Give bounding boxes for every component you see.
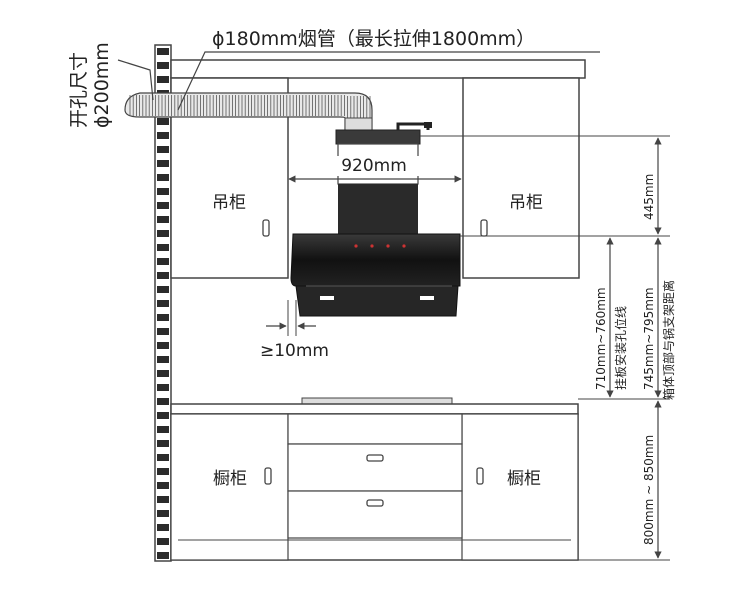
- wall-cabinet-right: 吊柜: [462, 77, 580, 279]
- wall-brick: [157, 202, 169, 209]
- wall-brick: [157, 132, 169, 139]
- wall-brick: [157, 384, 169, 391]
- wall-brick: [157, 230, 169, 237]
- base-cabinet-left: [170, 413, 289, 561]
- wall-brick: [157, 160, 169, 167]
- wall-brick: [157, 216, 169, 223]
- gap-dimension: ≥10mm: [260, 300, 329, 361]
- wall-brick: [157, 118, 169, 125]
- wall-bricks: [157, 48, 169, 559]
- cabinet-handle: [476, 467, 484, 485]
- mount-range-label: 710mm~760mm: [594, 287, 608, 390]
- wall-brick: [157, 300, 169, 307]
- cabinet-handle: [264, 467, 272, 485]
- wall-brick: [157, 454, 169, 461]
- hood-width-label: 920mm: [341, 156, 407, 176]
- duct-callout: ϕ180mm烟管（最长拉伸1800mm）: [177, 28, 600, 111]
- wall-brick: [157, 398, 169, 405]
- drawer-handle: [366, 499, 384, 507]
- wall-brick: [157, 314, 169, 321]
- wall-cabinet-right-label: 吊柜: [509, 193, 543, 213]
- wall-brick: [157, 48, 169, 55]
- base-cabinet-right: [461, 413, 579, 561]
- wall-brick: [157, 244, 169, 251]
- wall-brick: [157, 174, 169, 181]
- base-cabinet-right-label: 橱柜: [507, 469, 541, 489]
- wall-brick: [157, 440, 169, 447]
- hole-size-label: ϕ200mm: [91, 42, 113, 128]
- mount-desc-label: 挂板安装孔位线: [613, 306, 628, 390]
- control-light: [370, 244, 374, 248]
- wall-brick: [157, 342, 169, 349]
- wall-brick: [157, 370, 169, 377]
- hole-size-callout: 开孔尺寸 ϕ200mm: [68, 42, 154, 128]
- drawer-bottom: [287, 490, 463, 539]
- wall-brick: [157, 552, 169, 559]
- upper-top-plate: [170, 59, 586, 79]
- flex-duct: [124, 92, 373, 133]
- countertop: [170, 397, 579, 415]
- top-clearance-label: 445mm: [642, 174, 656, 220]
- wall-brick: [157, 272, 169, 279]
- wall-brick: [157, 286, 169, 293]
- hob-desc-label: 箱体顶部与锅支架距离: [661, 280, 676, 400]
- wall-brick: [157, 62, 169, 69]
- right-dimensions: 445mm 710mm~760mm 挂板安装孔位线 745mm~795mm 箱体…: [420, 135, 676, 561]
- wall-brick: [157, 468, 169, 475]
- control-light: [402, 244, 406, 248]
- hob-range-label: 745mm~795mm: [642, 287, 656, 390]
- control-light: [354, 244, 358, 248]
- wall-brick: [157, 356, 169, 363]
- counter-range-label: 800mm ~ 850mm: [642, 435, 656, 545]
- hole-title-label: 开孔尺寸: [68, 52, 90, 128]
- drawer-middle: [287, 443, 463, 492]
- gap-label: ≥10mm: [260, 341, 329, 361]
- wall-brick: [157, 328, 169, 335]
- cabinet-handle: [480, 219, 488, 237]
- duct-label: ϕ180mm烟管（最长拉伸1800mm）: [212, 28, 535, 50]
- control-light: [386, 244, 390, 248]
- wall-brick: [157, 258, 169, 265]
- wall-brick: [157, 496, 169, 503]
- wall-brick: [157, 146, 169, 153]
- hood-light: [420, 296, 434, 300]
- range-hood: [290, 122, 461, 317]
- wall-brick: [157, 76, 169, 83]
- drawer-handle: [366, 454, 384, 462]
- wall-cabinet-left-label: 吊柜: [212, 193, 246, 213]
- hood-width-dimension: 920mm: [288, 156, 462, 183]
- wall-brick: [157, 188, 169, 195]
- hood-light: [320, 296, 334, 300]
- wall-brick: [157, 482, 169, 489]
- wall-column: [154, 44, 172, 562]
- wall-brick: [157, 524, 169, 531]
- cabinet-handle: [262, 219, 270, 237]
- drawer-top: [287, 413, 463, 445]
- wall-brick: [157, 538, 169, 545]
- wall-brick: [157, 412, 169, 419]
- wall-brick: [157, 426, 169, 433]
- wall-brick: [157, 510, 169, 517]
- base-cabinets: 橱柜 橱柜: [170, 413, 579, 561]
- base-cabinet-left-label: 橱柜: [213, 469, 247, 489]
